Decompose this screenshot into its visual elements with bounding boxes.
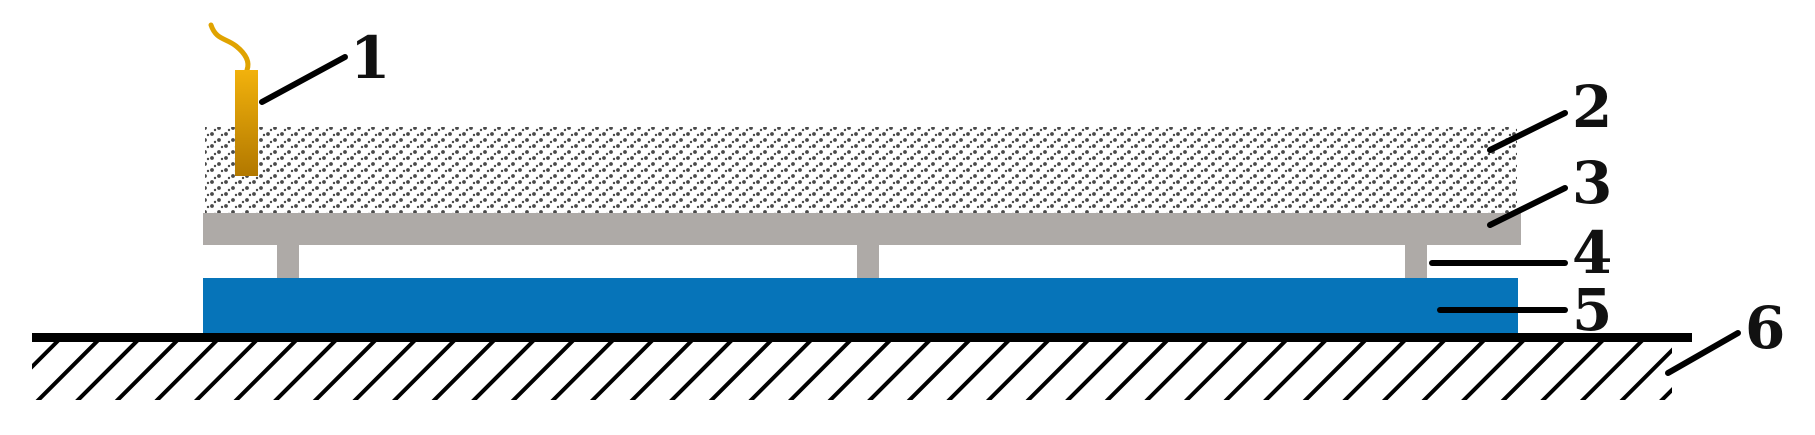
standoff-support-right <box>1405 245 1427 278</box>
label-6: 6 <box>1745 294 1785 362</box>
leader-line-6 <box>1665 330 1741 376</box>
leader-line-1 <box>259 54 348 105</box>
ground-surface-line <box>32 333 1692 342</box>
detonator-body <box>235 70 258 176</box>
label-3: 3 <box>1572 149 1612 217</box>
label-2: 2 <box>1572 73 1612 141</box>
ground-hatching <box>32 340 1672 400</box>
flyer-plate <box>203 213 1521 245</box>
label-4: 4 <box>1572 219 1612 287</box>
leader-line-3 <box>1487 185 1568 228</box>
base-plate <box>203 278 1518 336</box>
standoff-support-middle <box>857 245 879 278</box>
leader-line-2 <box>1487 110 1568 153</box>
detonator-wire <box>208 22 251 73</box>
standoff-support-left <box>277 245 299 278</box>
label-5: 5 <box>1572 276 1612 344</box>
explosive-layer <box>205 127 1517 213</box>
label-1: 1 <box>350 24 390 92</box>
